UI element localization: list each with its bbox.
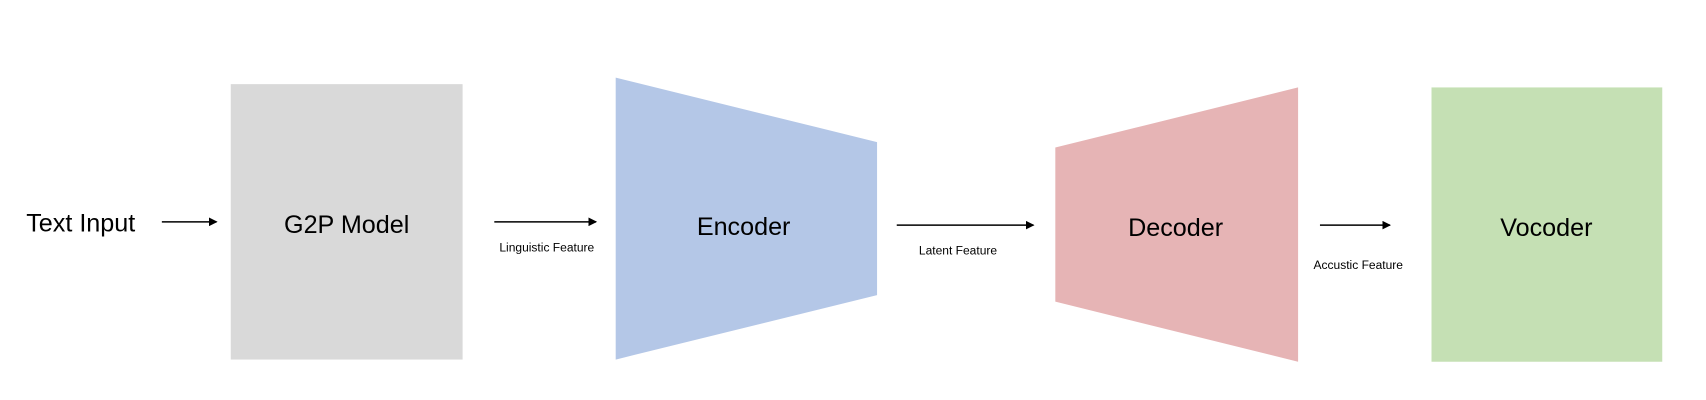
- latent-feature-label: Latent Feature: [919, 244, 997, 258]
- accustic-feature-label: Accustic Feature: [1313, 258, 1403, 272]
- decoder-label: Decoder: [1128, 214, 1223, 242]
- encoder-label: Encoder: [697, 213, 791, 241]
- g2p-model-block: [230, 84, 463, 360]
- g2p-model-label: G2P Model: [284, 211, 409, 239]
- decoder-block: [1055, 87, 1299, 362]
- text-input-label: Text Input: [26, 210, 135, 238]
- vocoder-label: Vocoder: [1500, 214, 1592, 242]
- linguistic-feature-label: Linguistic Feature: [499, 240, 594, 254]
- vocoder-block: [1431, 87, 1663, 362]
- encoder-block: [615, 77, 878, 360]
